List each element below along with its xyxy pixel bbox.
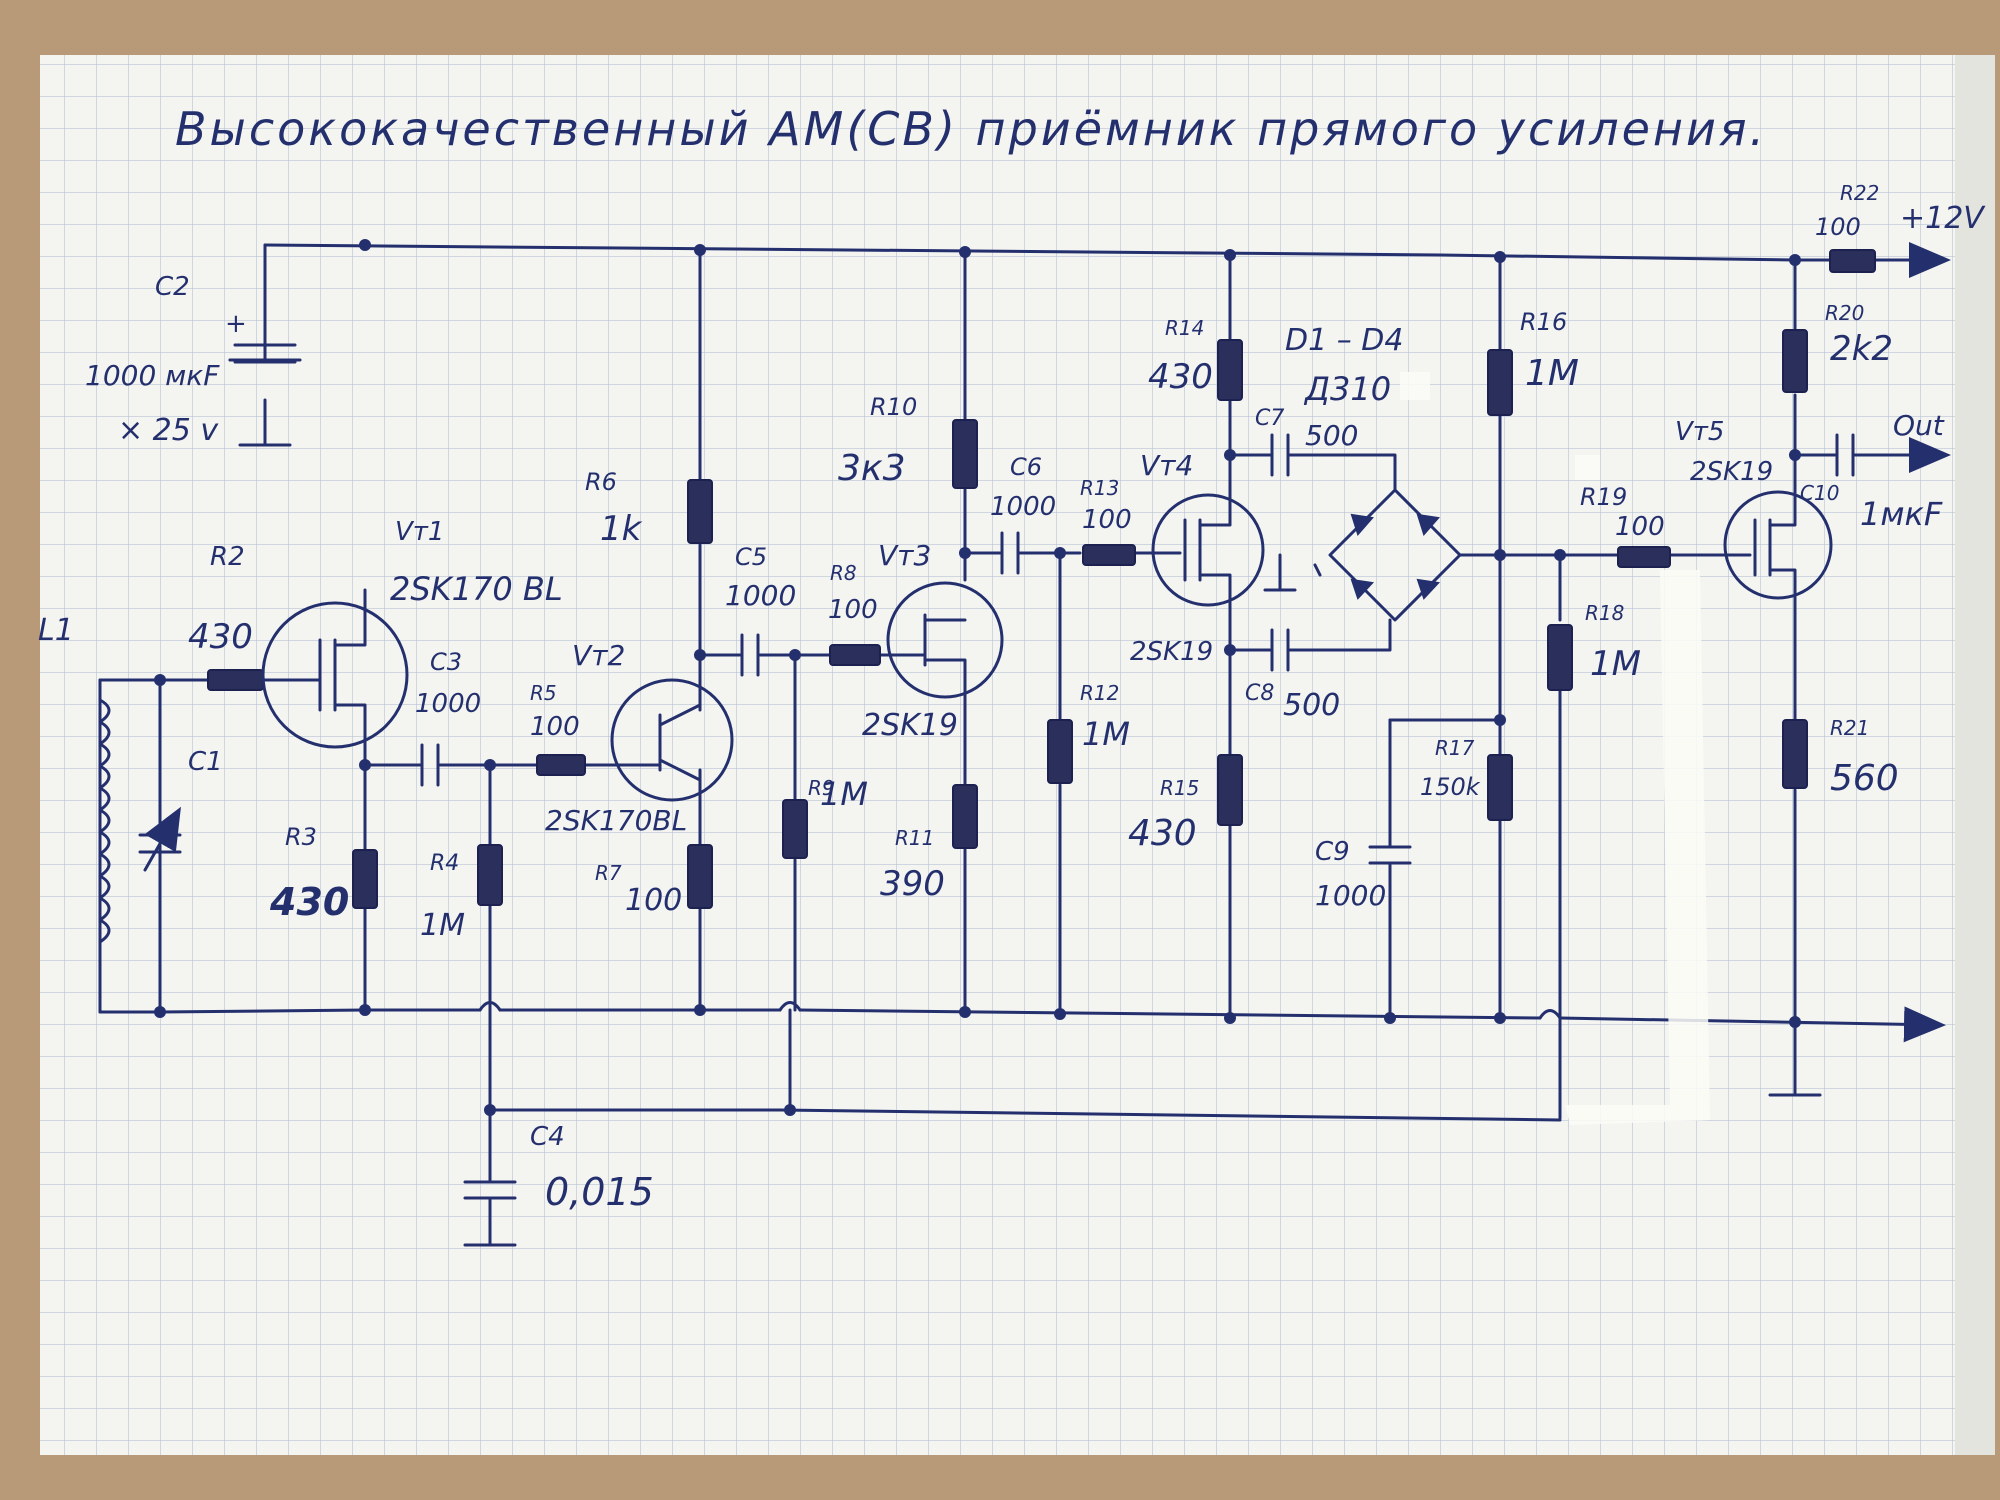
capacitor-plates (233, 343, 1855, 1200)
label-r15-value: 430 (1128, 813, 1197, 854)
label-l1: L1 (38, 613, 74, 648)
label-r3-value: 430 (269, 880, 349, 924)
label-r13-value: 100 (1082, 505, 1132, 535)
label-vt4-part: 2SK19 (1130, 637, 1213, 667)
label-r20-value: 2k2 (1830, 329, 1893, 369)
label-r10: R10 (870, 393, 917, 421)
label-r2-value: 430 (188, 617, 253, 657)
label-c7: C7 (1255, 406, 1284, 431)
label-vt3-part: 2SK19 (862, 708, 958, 743)
label-r11: R11 (895, 826, 934, 850)
label-diodes-part: Д310 (1303, 370, 1391, 408)
label-r5: R5 (530, 681, 557, 705)
label-r15: R15 (1160, 776, 1199, 800)
label-vt3: Vт3 (878, 539, 931, 572)
notebook-spine-shadow (1955, 55, 1995, 1455)
label-vt4: Vт4 (1140, 449, 1193, 482)
label-r22: R22 (1840, 181, 1879, 205)
label-vt1-part: 2SK170 BL (390, 570, 563, 608)
label-c10-value: 1мкF (1860, 495, 1943, 533)
label-c5-value: 1000 (725, 579, 796, 612)
coil-l1 (98, 698, 111, 944)
label-r8: R8 (830, 561, 857, 585)
label-c6: C6 (1010, 453, 1042, 481)
label-r13: R13 (1080, 476, 1119, 500)
label-r12-value: 1M (1082, 715, 1130, 753)
label-c3-value: 1000 (415, 689, 481, 719)
label-r9-value: 1M (820, 775, 868, 813)
label-r7: R7 (595, 861, 622, 885)
label-vt2: Vт2 (572, 639, 625, 672)
page-title: Высококачественный АМ(СВ) приёмник прямо… (175, 102, 1767, 156)
label-c7-value: 500 (1305, 419, 1358, 452)
label-c4: C4 (530, 1122, 565, 1152)
label-r17-value: 150k (1420, 773, 1481, 801)
junction-dots (154, 239, 1801, 1116)
label-r5-value: 100 (530, 712, 580, 742)
label-r8-value: 100 (828, 595, 878, 625)
label-c5: C5 (735, 543, 767, 571)
label-r21-value: 560 (1830, 758, 1899, 799)
label-r14-value: 430 (1148, 357, 1213, 397)
label-r4-value: 1M (420, 908, 465, 943)
label-r18: R18 (1585, 601, 1624, 625)
label-supply: +12V (1900, 201, 1986, 236)
label-r11-value: 390 (880, 864, 945, 904)
label-r18-value: 1M (1590, 644, 1641, 684)
label-c8-value: 500 (1283, 688, 1340, 723)
labels: L1 C1 C2 + 1000 мкF × 25 v R2 430 R3 430… (38, 181, 1986, 1214)
label-c9: C9 (1315, 837, 1350, 867)
resistors (207, 249, 1876, 909)
label-c2: C2 (155, 272, 190, 302)
label-r19: R19 (1580, 483, 1627, 511)
label-c1: C1 (188, 747, 223, 777)
label-c4-value: 0,015 (545, 1170, 654, 1214)
label-r21: R21 (1830, 716, 1869, 740)
label-r22-value: 100 (1815, 213, 1861, 241)
label-r20: R20 (1825, 301, 1864, 325)
label-c9-value: 1000 (1315, 879, 1386, 912)
label-vt2-part: 2SK170BL (545, 804, 687, 837)
label-r17: R17 (1435, 736, 1475, 760)
label-r19-value: 100 (1615, 512, 1665, 542)
label-diodes: D1 – D4 (1285, 323, 1403, 358)
label-c10: C10 (1800, 481, 1839, 505)
transistors (261, 490, 1833, 802)
label-r6: R6 (585, 468, 617, 496)
label-vt5: Vт5 (1675, 417, 1724, 447)
label-r12: R12 (1080, 681, 1119, 705)
label-r16: R16 (1520, 308, 1567, 336)
label-vt1: Vт1 (395, 517, 444, 547)
label-c6-value: 1000 (990, 492, 1056, 522)
label-r2: R2 (210, 542, 245, 572)
label-r9: R9 (808, 776, 835, 800)
label-r6-value: 1k (600, 509, 643, 549)
label-c3: C3 (430, 648, 462, 676)
label-c2-value: 1000 мкF (85, 359, 220, 392)
diode-bridge (1328, 488, 1462, 622)
label-output: Out (1893, 409, 1945, 442)
correction-fluid (1400, 372, 1710, 1125)
label-c2-polarity: + (225, 309, 247, 339)
label-c8: C8 (1245, 681, 1274, 706)
wires (98, 242, 1951, 1247)
label-r10-value: 3к3 (838, 448, 906, 489)
label-vt5-part: 2SK19 (1690, 457, 1773, 487)
label-r3: R3 (285, 823, 317, 851)
label-r16-value: 1M (1525, 353, 1579, 394)
label-r7-value: 100 (625, 883, 682, 918)
label-r4: R4 (430, 851, 459, 876)
label-r14: R14 (1165, 316, 1204, 340)
label-c2-voltage: × 25 v (118, 413, 219, 448)
